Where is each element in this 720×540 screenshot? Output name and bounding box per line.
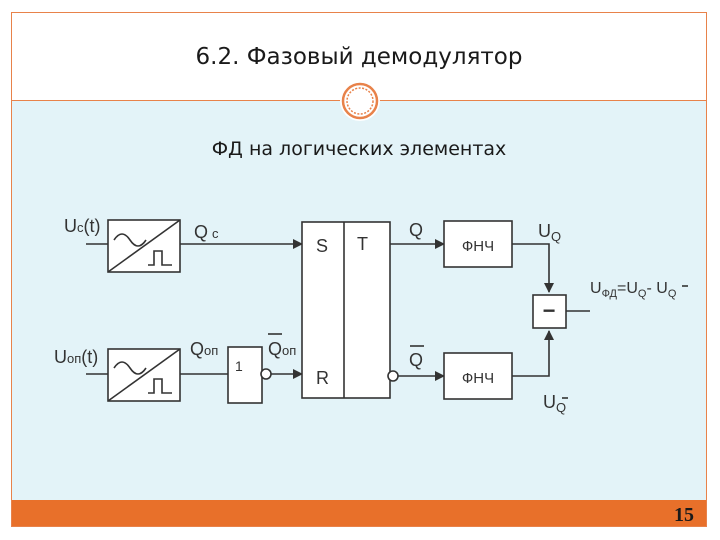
filter-top-label: ФНЧ (462, 238, 494, 255)
circle-ornament-icon (340, 81, 380, 121)
inverter-bubble (260, 368, 272, 380)
trigger-s-label: S (316, 236, 328, 256)
input-uc-label: Uc(t) (64, 216, 101, 236)
inverter-block (227, 346, 263, 404)
subtractor-label: − (543, 298, 556, 323)
slide-title: 6.2. Фазовый демодулятор (195, 44, 523, 70)
filter-bottom-label: ФНЧ (462, 370, 494, 387)
slide-subtitle: ФД на логических элементах (211, 138, 507, 160)
page-number: 15 (674, 504, 694, 526)
footer-bar (12, 500, 706, 526)
trigger-inverted-bubble (387, 370, 399, 382)
output-uq-inv-label: UQ (543, 392, 566, 415)
trigger-t-label: T (357, 234, 368, 254)
signal-qop-label: Qоп (190, 339, 218, 359)
result-formula-label: UФД=UQ- UQ (590, 280, 677, 300)
rs-trigger-block (301, 221, 391, 399)
filter-top-block (443, 220, 513, 268)
inverter-label: 1 (235, 358, 243, 374)
output-uq-label: UQ (538, 221, 561, 244)
signal-qop-inv-label: Qоп (268, 339, 296, 359)
trigger-r-label: R (316, 368, 329, 388)
filter-bottom-block (443, 352, 513, 400)
signal-q-inv-label: Q (409, 350, 423, 370)
signal-q-label: Q (409, 220, 423, 240)
input-uop-label: Uоп(t) (54, 347, 98, 367)
subtractor-block (532, 294, 567, 329)
